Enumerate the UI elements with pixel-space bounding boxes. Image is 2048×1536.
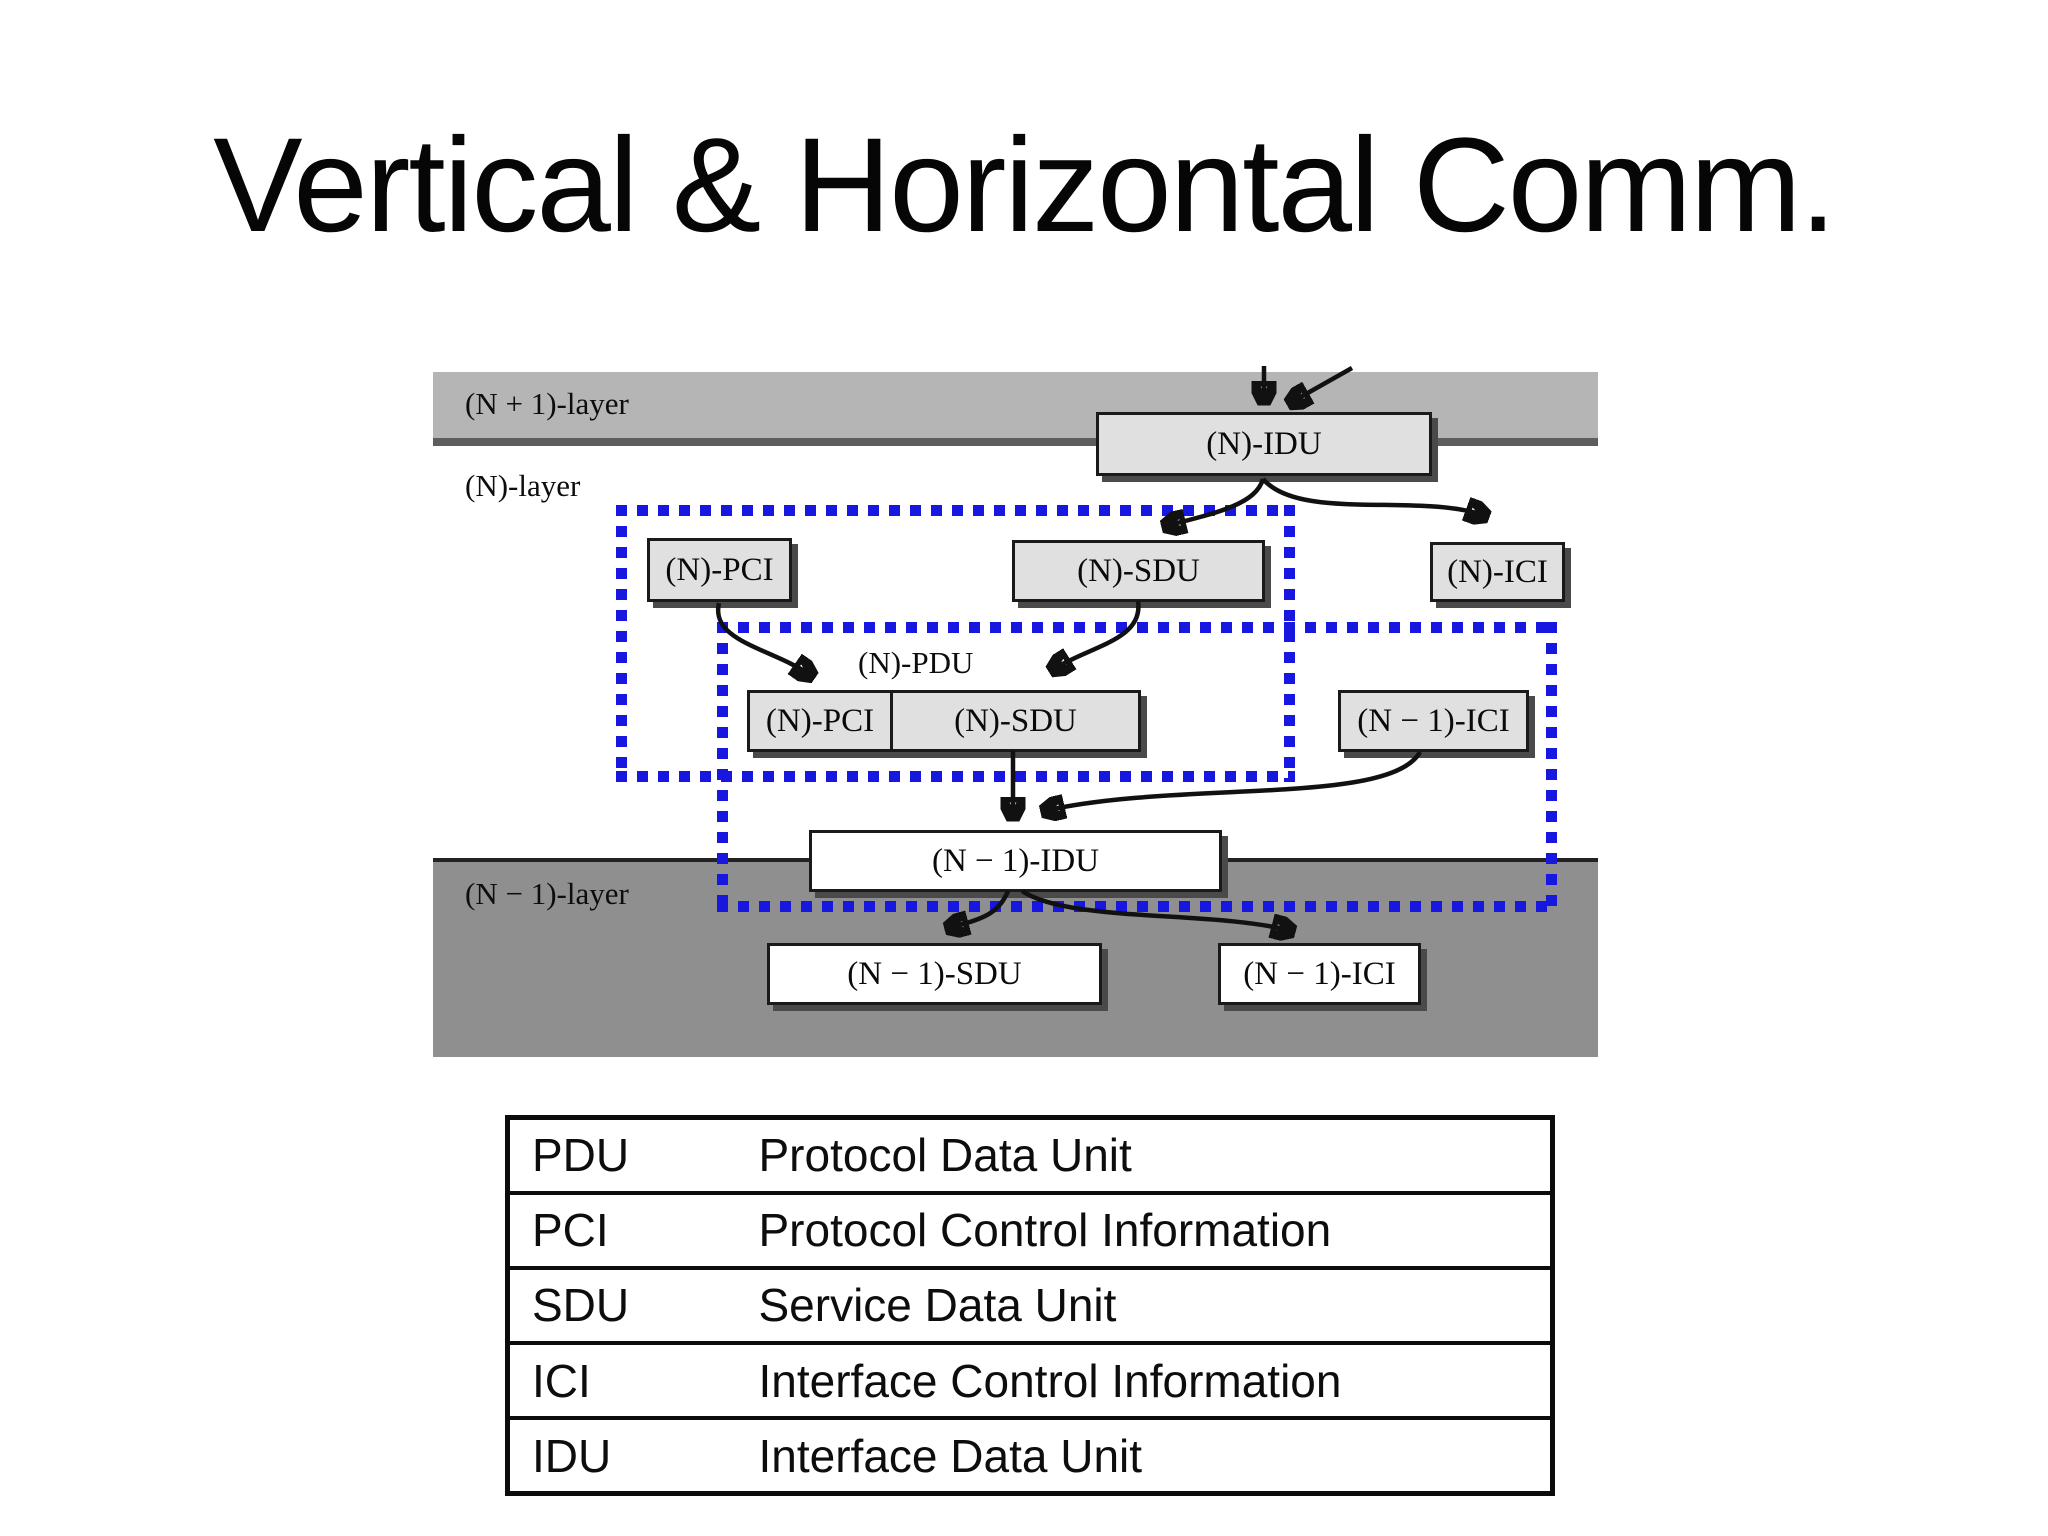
box-n-ici: (N)-ICI bbox=[1430, 542, 1565, 602]
box-n-ici-label: (N)-ICI bbox=[1447, 553, 1548, 590]
n-layer-label: (N)-layer bbox=[465, 468, 581, 503]
dotted-line bbox=[1284, 505, 1295, 782]
legend-row: IDU Interface Data Unit bbox=[507, 1416, 1553, 1494]
box-n-minus-1-ici-lower-label: (N − 1)-ICI bbox=[1243, 955, 1396, 992]
arrow-n-sdu-to-pdu bbox=[1052, 600, 1141, 670]
box-n-pci-label: (N)-PCI bbox=[665, 551, 774, 588]
box-n-idu: (N)-IDU bbox=[1096, 412, 1432, 476]
legend-row: SDU Service Data Unit bbox=[507, 1265, 1553, 1344]
box-n-minus-1-idu: (N − 1)-IDU bbox=[809, 830, 1222, 892]
legend-abbr: ICI bbox=[507, 1341, 758, 1419]
n-minus-1-layer-label: (N − 1)-layer bbox=[465, 876, 629, 911]
legend-abbr: PCI bbox=[507, 1190, 758, 1268]
dotted-line bbox=[616, 505, 627, 782]
arrow-n-pci-to-pdu bbox=[715, 602, 812, 676]
box-n-pdu-pci-cell: (N)-PCI bbox=[750, 693, 890, 749]
dotted-line bbox=[717, 622, 1557, 633]
legend-definition: Service Data Unit bbox=[757, 1265, 1553, 1344]
dotted-line bbox=[1546, 622, 1557, 912]
box-n-pdu-pci-cell-label: (N)-PCI bbox=[765, 702, 875, 739]
n-plus-1-layer-bar bbox=[433, 372, 1598, 446]
box-n-minus-1-ici-upper-label: (N − 1)-ICI bbox=[1357, 702, 1510, 739]
dotted-line bbox=[717, 901, 1557, 912]
legend-abbr: IDU bbox=[507, 1416, 758, 1494]
box-n-pdu-combined: (N)-PCI (N)-SDU bbox=[747, 690, 1141, 752]
dotted-line bbox=[616, 505, 1295, 516]
n-plus-1-layer-label: (N + 1)-layer bbox=[465, 386, 629, 421]
legend-definition: Protocol Control Information bbox=[757, 1190, 1553, 1268]
box-n-minus-1-ici-upper: (N − 1)-ICI bbox=[1338, 690, 1529, 752]
box-n-pdu-sdu-cell: (N)-SDU bbox=[890, 693, 1138, 749]
legend-row: ICI Interface Control Information bbox=[507, 1341, 1553, 1419]
legend-abbr: SDU bbox=[507, 1265, 758, 1344]
legend-table: PDU Protocol Data Unit PCI Protocol Cont… bbox=[505, 1115, 1555, 1496]
box-n-minus-1-sdu-label: (N − 1)-SDU bbox=[847, 955, 1022, 992]
box-n-minus-1-sdu: (N − 1)-SDU bbox=[767, 943, 1102, 1005]
slide-title: Vertical & Horizontal Comm. bbox=[213, 111, 1837, 260]
legend-definition: Interface Control Information bbox=[757, 1341, 1553, 1419]
box-n-idu-label: (N)-IDU bbox=[1206, 425, 1322, 462]
n-pdu-label: (N)-PDU bbox=[858, 645, 974, 680]
legend-definition: Interface Data Unit bbox=[757, 1416, 1553, 1494]
dotted-line bbox=[717, 622, 728, 912]
box-n-pci: (N)-PCI bbox=[647, 538, 792, 602]
arrow-n-idu-to-n-ici bbox=[1261, 477, 1486, 516]
legend-row: PCI Protocol Control Information bbox=[507, 1190, 1553, 1268]
box-n-minus-1-idu-label: (N − 1)-IDU bbox=[931, 842, 1100, 879]
box-n-sdu-label: (N)-SDU bbox=[1077, 552, 1200, 589]
legend-row: PDU Protocol Data Unit bbox=[508, 1118, 1553, 1193]
box-n-minus-1-ici-lower: (N − 1)-ICI bbox=[1218, 943, 1421, 1005]
box-n-sdu: (N)-SDU bbox=[1012, 540, 1265, 602]
arrow-n-idu-to-n-sdu bbox=[1165, 478, 1266, 526]
box-n-pdu-sdu-cell-label: (N)-SDU bbox=[954, 702, 1077, 739]
legend-abbr: PDU bbox=[532, 1129, 630, 1182]
dotted-line bbox=[616, 771, 1295, 782]
legend-definition: Protocol Data Unit bbox=[758, 1129, 1132, 1182]
